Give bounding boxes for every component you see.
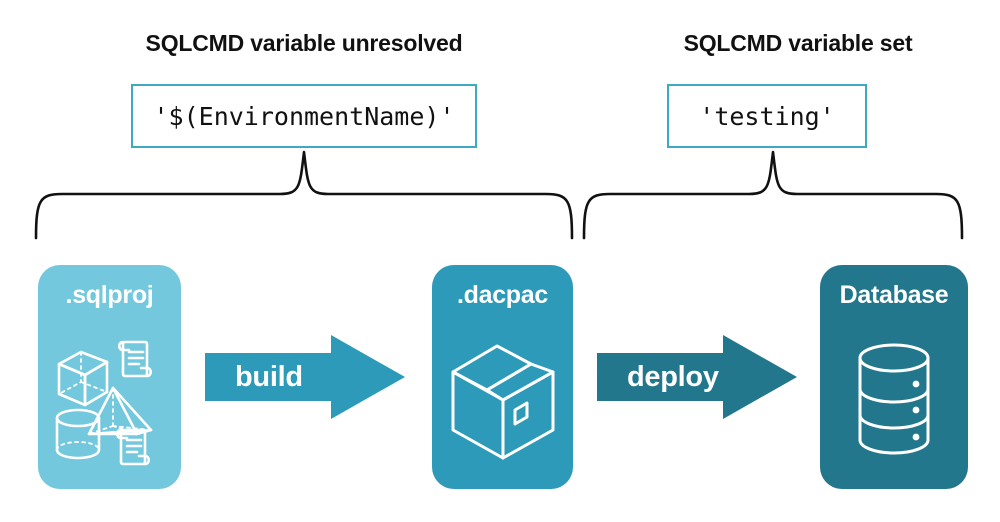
section-heading-left: SQLCMD variable unresolved [145, 30, 463, 56]
section-heading-right: SQLCMD variable set [683, 30, 913, 56]
node-dacpac-label: .dacpac [456, 281, 548, 309]
arrow-deploy-shape [597, 335, 797, 419]
arrow-build-shape [205, 335, 405, 419]
arrow-build: build [205, 333, 405, 421]
code-value-box-right: 'testing' [667, 84, 867, 148]
code-value-box-left: '$(EnvironmentName)' [131, 84, 477, 148]
brace-left-icon [34, 150, 574, 240]
wireframe-objects-icon [38, 317, 181, 485]
code-value-right-text: 'testing' [699, 101, 835, 131]
code-value-left-text: '$(EnvironmentName)' [153, 101, 455, 131]
node-dacpac: .dacpac [432, 265, 573, 489]
node-sqlproj-label: .sqlproj [65, 281, 154, 309]
brace-right-icon [582, 150, 964, 240]
node-database: Database [820, 265, 968, 489]
node-database-label: Database [839, 281, 949, 309]
database-cylinder-icon [820, 317, 968, 485]
arrow-deploy: deploy [597, 333, 797, 421]
package-box-icon [432, 317, 573, 485]
node-sqlproj: .sqlproj [38, 265, 181, 489]
